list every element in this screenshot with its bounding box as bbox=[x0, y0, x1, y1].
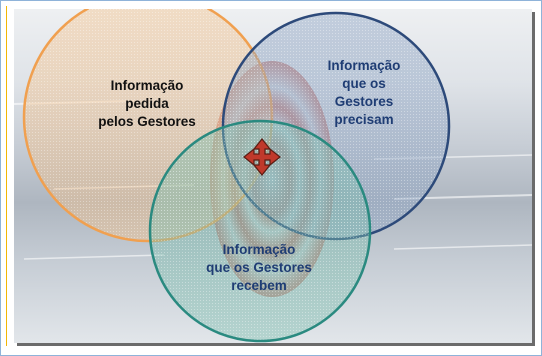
venn-diagram bbox=[14, 9, 532, 343]
label-line: Gestores bbox=[334, 94, 394, 109]
label-line: pelos Gestores bbox=[98, 114, 196, 129]
label-needed: Informação que os Gestores precisam bbox=[304, 57, 424, 129]
label-line: pedida bbox=[125, 96, 169, 111]
slide-canvas: Informação pedida pelos Gestores Informa… bbox=[14, 9, 532, 343]
circle-received bbox=[148, 119, 372, 343]
label-line: Informação bbox=[222, 242, 296, 257]
label-line: recebem bbox=[231, 278, 287, 293]
label-line: que os Gestores bbox=[206, 260, 312, 275]
label-line: que os bbox=[342, 76, 386, 91]
accent-rule bbox=[6, 6, 7, 346]
four-way-move-arrow-icon bbox=[243, 138, 281, 176]
label-line: precisam bbox=[334, 112, 394, 127]
label-line: Informação bbox=[110, 78, 184, 93]
label-requested: Informação pedida pelos Gestores bbox=[80, 77, 214, 131]
label-received: Informação que os Gestores recebem bbox=[184, 241, 334, 295]
label-line: Informação bbox=[327, 58, 401, 73]
